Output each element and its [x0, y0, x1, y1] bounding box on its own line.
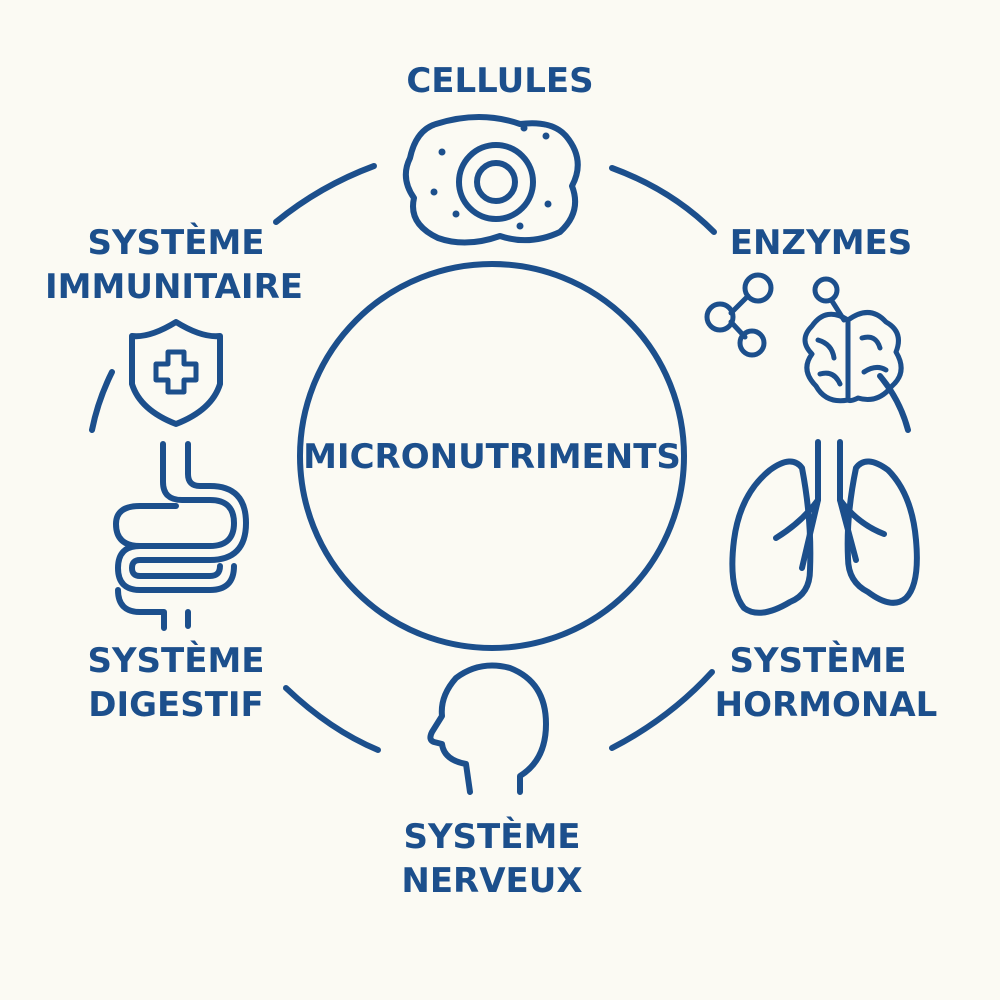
cell-dot — [452, 210, 460, 218]
node-label-nerveux-line-2: NERVEUX — [401, 861, 582, 901]
cell-membrane — [402, 114, 581, 246]
cell-nucleus-outer — [456, 142, 536, 222]
node-nerveux: SYSTÈME NERVEUX — [401, 662, 583, 901]
node-label-immunitaire-line-2: IMMUNITAIRE — [45, 267, 303, 307]
center-circle — [297, 261, 687, 651]
cell-dot — [542, 132, 550, 140]
cell-dot — [544, 200, 552, 208]
head-profile-icon — [427, 662, 549, 795]
cross-symbol — [153, 349, 199, 395]
ring-arc-top-right — [609, 165, 717, 235]
enzymes-icon — [704, 272, 904, 404]
node-hormonal: SYSTÈME HORMONAL — [715, 439, 938, 725]
molecule-atom — [704, 301, 736, 333]
node-digestif: SYSTÈME DIGESTIF — [87, 441, 265, 725]
molecule-atom — [737, 328, 767, 358]
ring-arc-bottom-right — [609, 669, 715, 751]
cell-icon — [402, 114, 581, 246]
ring-arc-right — [877, 373, 911, 433]
node-label-cellules-line-1: CELLULES — [406, 61, 593, 101]
bronchi — [773, 497, 887, 571]
node-label-enzymes-line-1: ENZYMES — [730, 223, 913, 263]
node-enzymes: ENZYMES — [704, 223, 913, 404]
node-cellules: CELLULES — [402, 61, 594, 246]
node-label-hormonal-line-2: HORMONAL — [715, 685, 938, 725]
trachea — [815, 439, 843, 503]
center-label: MICRONUTRIMENTS — [303, 437, 681, 477]
shield-outline — [129, 319, 223, 427]
cell-nucleus-inner — [474, 160, 518, 204]
cell-dot — [430, 188, 438, 196]
cell-dot — [516, 222, 524, 230]
lung-left — [729, 458, 814, 616]
molecule-atom — [742, 272, 774, 304]
lung-right — [844, 458, 920, 606]
node-label-digestif-line-1: SYSTÈME — [87, 640, 264, 681]
node-label-nerveux-line-1: SYSTÈME — [403, 816, 580, 857]
ring-arc-left — [89, 369, 115, 433]
center-node: MICRONUTRIMENTS — [297, 261, 687, 651]
molecule-icon — [704, 272, 774, 358]
node-immunitaire: SYSTÈME IMMUNITAIRE — [45, 222, 303, 427]
shield-cross-icon — [129, 319, 223, 427]
cell-dot — [438, 148, 446, 156]
outer-ring — [89, 163, 911, 753]
node-label-hormonal-line-1: SYSTÈME — [729, 640, 906, 681]
ring-arc-bottom-left — [283, 685, 381, 753]
brain-icon — [802, 276, 904, 404]
brain-node — [812, 276, 840, 304]
intestine-icon — [113, 441, 249, 631]
node-label-immunitaire-line-1: SYSTÈME — [87, 222, 264, 263]
cell-dot — [520, 124, 528, 132]
ring-arc-top-left — [273, 163, 377, 225]
lungs-icon — [729, 439, 920, 616]
node-label-digestif-line-2: DIGESTIF — [88, 685, 264, 725]
brain-outline — [802, 310, 904, 404]
